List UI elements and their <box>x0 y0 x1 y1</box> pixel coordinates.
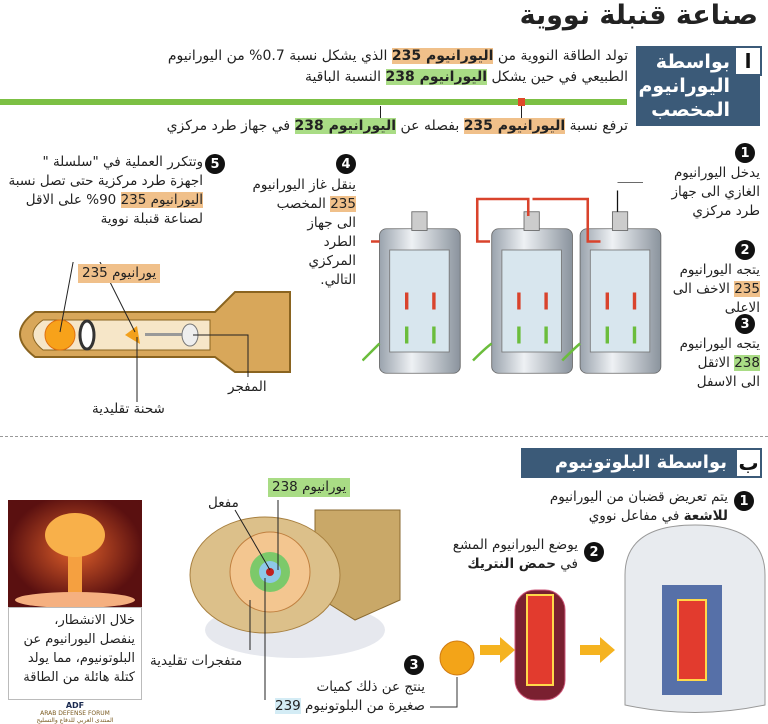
text: للاشعة <box>683 508 728 524</box>
step-badge-1: 1 <box>735 143 755 163</box>
step-5-text: وتتكرر العملية في "سلسلة " اجهزة طرد مرك… <box>8 153 203 229</box>
text: 90% على الاقل <box>25 192 121 208</box>
u235-highlight: 235 <box>330 196 356 212</box>
centrifuge <box>491 211 573 374</box>
intro-text: الذي يشكل نسبة 0.7% من اليورانيوم <box>167 48 392 64</box>
section-b-heading: بواسطة البلوتونيوم 239 <box>521 448 735 503</box>
arrow-up-icon <box>380 106 381 118</box>
text: ينقل غاز اليورانيوم <box>252 177 356 193</box>
arrow-up-icon <box>405 292 637 310</box>
centrifuge <box>579 211 662 374</box>
irradiated-rods <box>526 594 554 686</box>
text: المخصب <box>276 196 331 212</box>
plutonium-bomb-illustration <box>189 500 401 700</box>
step-3-text: يتجه اليورانيوم 238 الاثقل الى الاسفل <box>660 335 760 392</box>
uranium-ratio-bar <box>0 99 627 105</box>
text: حمض النتريك <box>467 556 556 572</box>
arrow-down-icon <box>405 326 637 344</box>
arrow-left-icon <box>480 637 615 663</box>
section-b-letter: ب <box>735 448 762 478</box>
step-2-text: يتجه اليورانيوم 235 الاخف الى الاعلى <box>660 261 760 318</box>
mushroom-cloud-image <box>8 500 142 608</box>
inlet-arrow-icon <box>616 182 644 212</box>
text: بفصله عن <box>396 118 464 134</box>
step-badge-3: 3 <box>735 314 755 334</box>
watermark: ADF ARAB DEFENSE FORUM المنتدى العربي لل… <box>8 701 142 724</box>
b-step-1-text: يتم تعريض قضبان من اليورانيوم للاشعة في م… <box>468 488 728 526</box>
text: الى الاسفل <box>696 374 760 390</box>
text: وتتكرر العملية في "سلسلة " اجهزة طرد مرك… <box>8 154 203 189</box>
step-badge-2: 2 <box>735 240 755 260</box>
arrow-up-icon <box>521 106 522 118</box>
pu239-highlight: 239 <box>274 698 301 714</box>
u235-highlight: اليورانيوم 235 <box>120 192 203 208</box>
uranium-rods <box>677 599 707 681</box>
text: ترفع نسبة <box>565 118 628 134</box>
step-badge-4: 4 <box>336 154 356 174</box>
depleted-gas-pipe <box>362 342 581 362</box>
u238-highlight: اليورانيوم 238 <box>294 118 397 134</box>
section-divider <box>0 436 768 437</box>
u235-highlight: اليورانيوم 235 <box>391 48 494 64</box>
u238-label: يورانيوم 238 <box>268 478 351 497</box>
watermark-logo: ADF <box>65 701 85 710</box>
text: الى جهاز الطرد المركزي التالي. <box>307 215 356 288</box>
initiator-label: مفعل <box>208 495 239 511</box>
section-a-heading-text: بواسطة اليورانيوم المخصب <box>638 51 731 121</box>
centrifuge <box>379 211 461 374</box>
text: في مفاعل نووي <box>588 508 684 524</box>
text: يوضع اليورانيوم المشع <box>452 537 578 553</box>
text: صغيرة من البلوتونيوم <box>300 698 425 714</box>
detonator-label: المفجر <box>228 379 267 395</box>
b-step-badge-3: 3 <box>404 655 424 675</box>
b-step-3-text: ينتج عن ذلك كميات صغيرة من البلوتونيوم 23… <box>245 678 425 716</box>
text: يتم تعريض قضبان من اليورانيوم <box>549 489 728 505</box>
step-4-text: ينقل غاز اليورانيوم 235 المخصب الى جهاز ال… <box>246 176 356 290</box>
plutonium-sphere <box>439 640 475 676</box>
intro-text: النسبة الباقية <box>304 69 386 85</box>
intro-text: الطبيعي في حين يشكل <box>487 69 629 85</box>
u235-highlight: 235 <box>734 281 760 297</box>
u238-highlight: 238 <box>734 355 760 371</box>
page-title: صناعة قنبلة نووية <box>519 0 758 31</box>
fission-text: خلال الانشطار، ينفصل اليورانيوم عن البلو… <box>8 607 142 700</box>
uranium-bomb-illustration <box>19 262 291 402</box>
conventional-explosives-label: متفجرات تقليدية <box>150 653 243 669</box>
watermark-arabic: المنتدى العربي للدفاع والتسليح <box>36 717 114 724</box>
text: الاخف الى الاعلى <box>672 281 760 316</box>
text: في جهاز طرد مركزي <box>166 118 295 134</box>
u235-ratio-marker <box>518 98 525 106</box>
b-step-2-text: يوضع اليورانيوم المشع في حمض النتريك <box>418 536 578 574</box>
reactor-process-illustration <box>430 524 766 713</box>
u238-highlight: اليورانيوم 238 <box>385 69 488 85</box>
enriched-gas-pipe <box>371 197 601 243</box>
step-1-text: يدخل اليورانيوم الغازي الى جهاز طرد مركز… <box>671 165 760 219</box>
section-a-letter: ا <box>734 46 762 76</box>
b-step-badge-1: 1 <box>734 491 754 511</box>
text: ينتج عن ذلك كميات <box>316 679 425 695</box>
text: لصناعة قنبلة نووية <box>100 211 203 227</box>
b-step-badge-2: 2 <box>584 542 604 562</box>
conventional-charge-label: شحنة تقليدية <box>92 401 165 417</box>
u235-highlight: اليورانيوم 235 <box>463 118 566 134</box>
watermark-name: ARAB DEFENSE FORUM <box>40 710 110 717</box>
text: يتجه اليورانيوم <box>679 262 760 278</box>
centrifuge-cascade-illustration <box>362 182 662 374</box>
step-badge-5: 5 <box>205 154 225 174</box>
enrichment-text: ترفع نسبة اليورانيوم 235 بفصله عن اليورا… <box>108 117 628 136</box>
text: الاثقل <box>697 355 735 371</box>
intro-text: تولد الطاقة النووية من <box>493 48 628 64</box>
text: في <box>556 556 578 572</box>
text: يتجه اليورانيوم <box>679 336 760 352</box>
u235-label: يورانيوم 235 <box>78 264 161 283</box>
section-a-intro: تولد الطاقة النووية من اليورانيوم 235 ال… <box>108 46 628 88</box>
